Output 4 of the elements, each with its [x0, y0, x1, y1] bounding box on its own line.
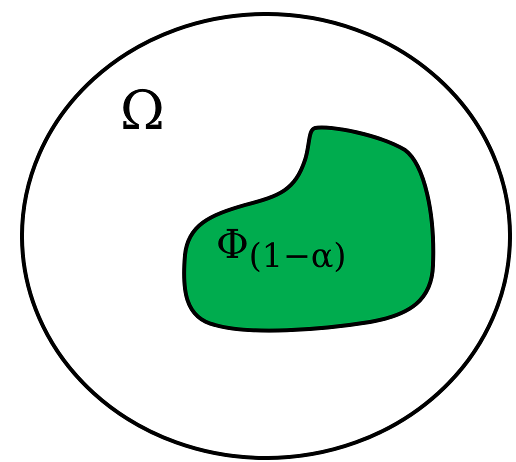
subset-region — [183, 125, 435, 335]
set-symbol: Ω — [120, 84, 165, 138]
set-region — [20, 12, 512, 460]
subset-symbol: Φ$_{(1−α)}$ — [216, 225, 346, 272]
